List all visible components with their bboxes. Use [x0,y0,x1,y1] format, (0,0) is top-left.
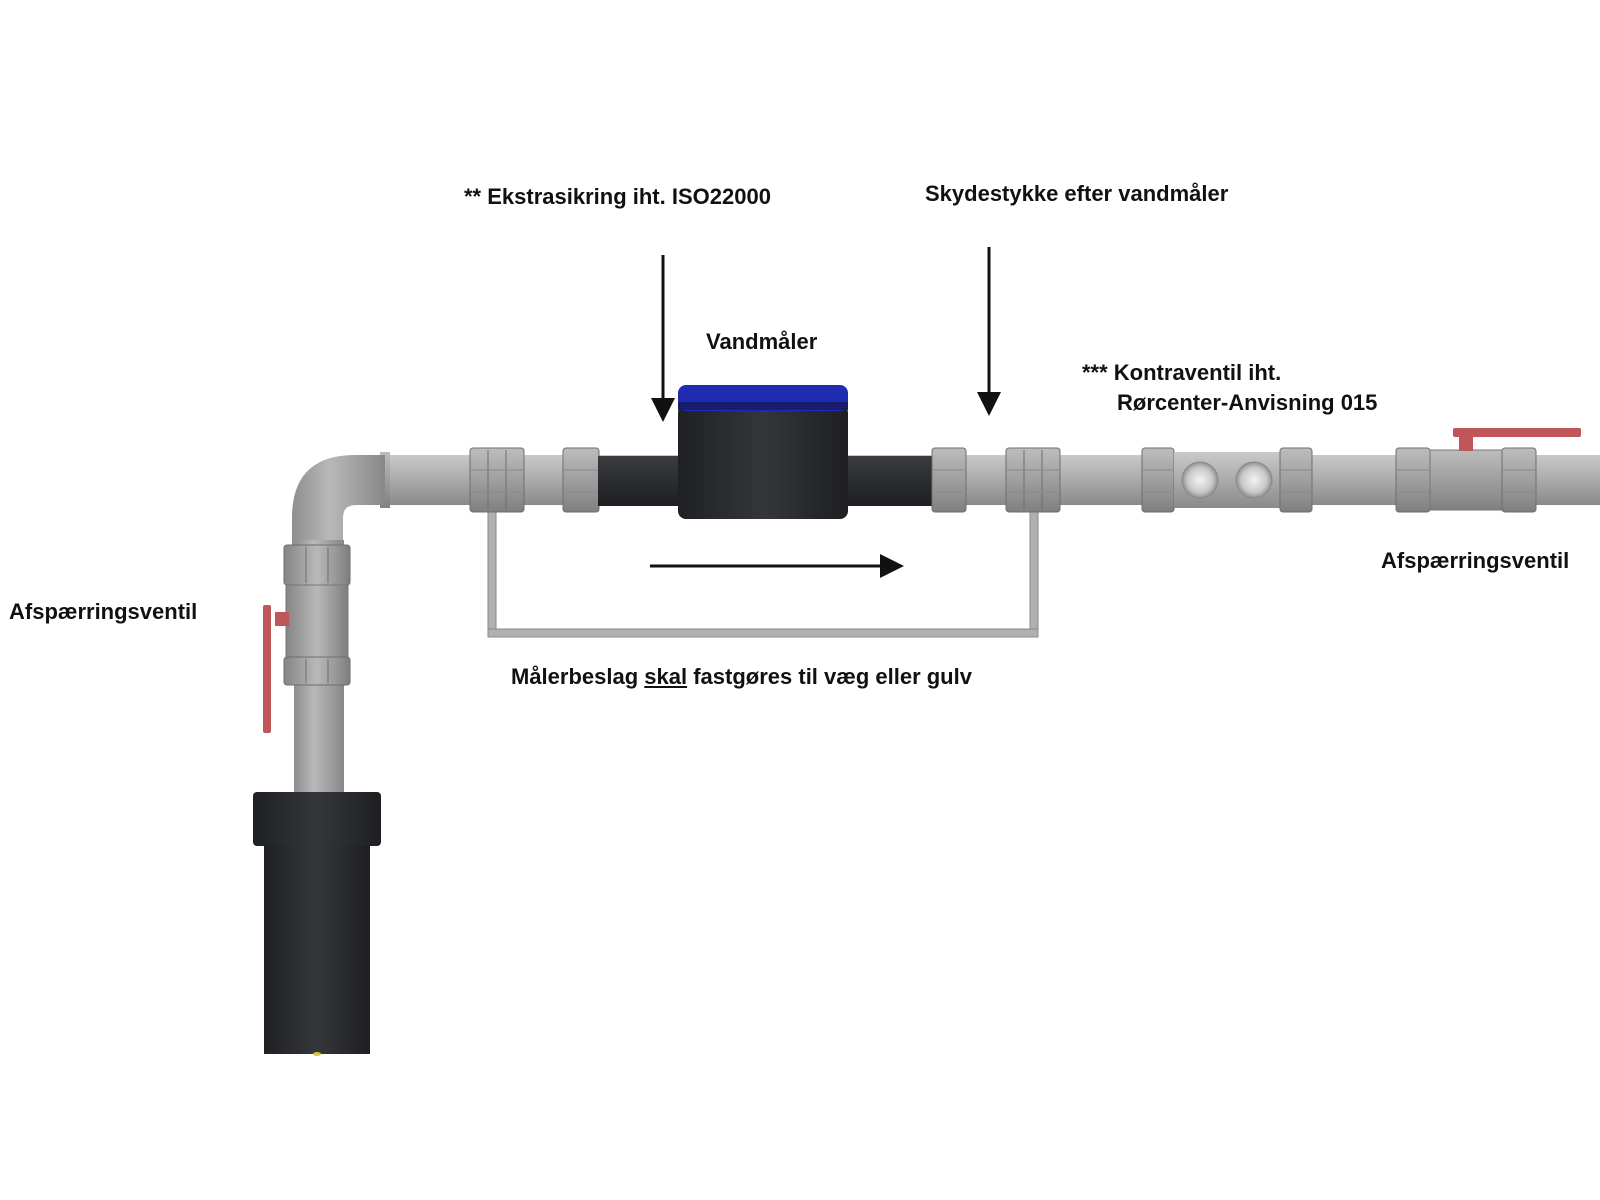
bracket-label-emphasis: skal [644,664,688,689]
union-nut [469,447,525,513]
union-nut [562,447,600,513]
left-shutoff-valve [263,544,351,733]
right-valve-handle [1453,428,1581,437]
pipe-elbow [292,455,385,548]
meter-connector [845,456,933,506]
meter-connector [598,456,680,506]
flow-direction-arrow [650,554,904,578]
bracket-label: Målerbeslag skal fastgøres til væg eller… [511,662,972,692]
bracket-label-part3: fastgøres til væg eller gulv [687,664,972,689]
test-port [1181,461,1219,499]
test-port [1235,461,1273,499]
water-meter-label: Vandmåler [706,329,818,354]
floor-sleeve [253,792,381,1056]
left-valve-handle [263,605,271,733]
water-meter [678,385,848,519]
skydestykke-arrow [977,247,1001,416]
bracket-label-part1: Målerbeslag [511,664,645,689]
skydestykke-label: Skydestykke efter vandmåler [925,181,1229,206]
right-shutoff-valve-label: Afspærringsventil [1381,548,1570,573]
check-valve [1141,447,1313,513]
check-valve-label-line1: *** Kontraventil iht. [1082,360,1282,385]
right-shutoff-valve [1395,428,1581,513]
union-nut [1005,447,1061,513]
check-valve-label-line2: Rørcenter-Anvisning 015 [1117,390,1378,415]
union-nut [931,447,967,513]
left-shutoff-valve-label: Afspærringsventil [9,599,198,624]
iso-label: ** Ekstrasikring iht. ISO22000 [464,184,771,209]
iso-arrow [651,255,675,422]
